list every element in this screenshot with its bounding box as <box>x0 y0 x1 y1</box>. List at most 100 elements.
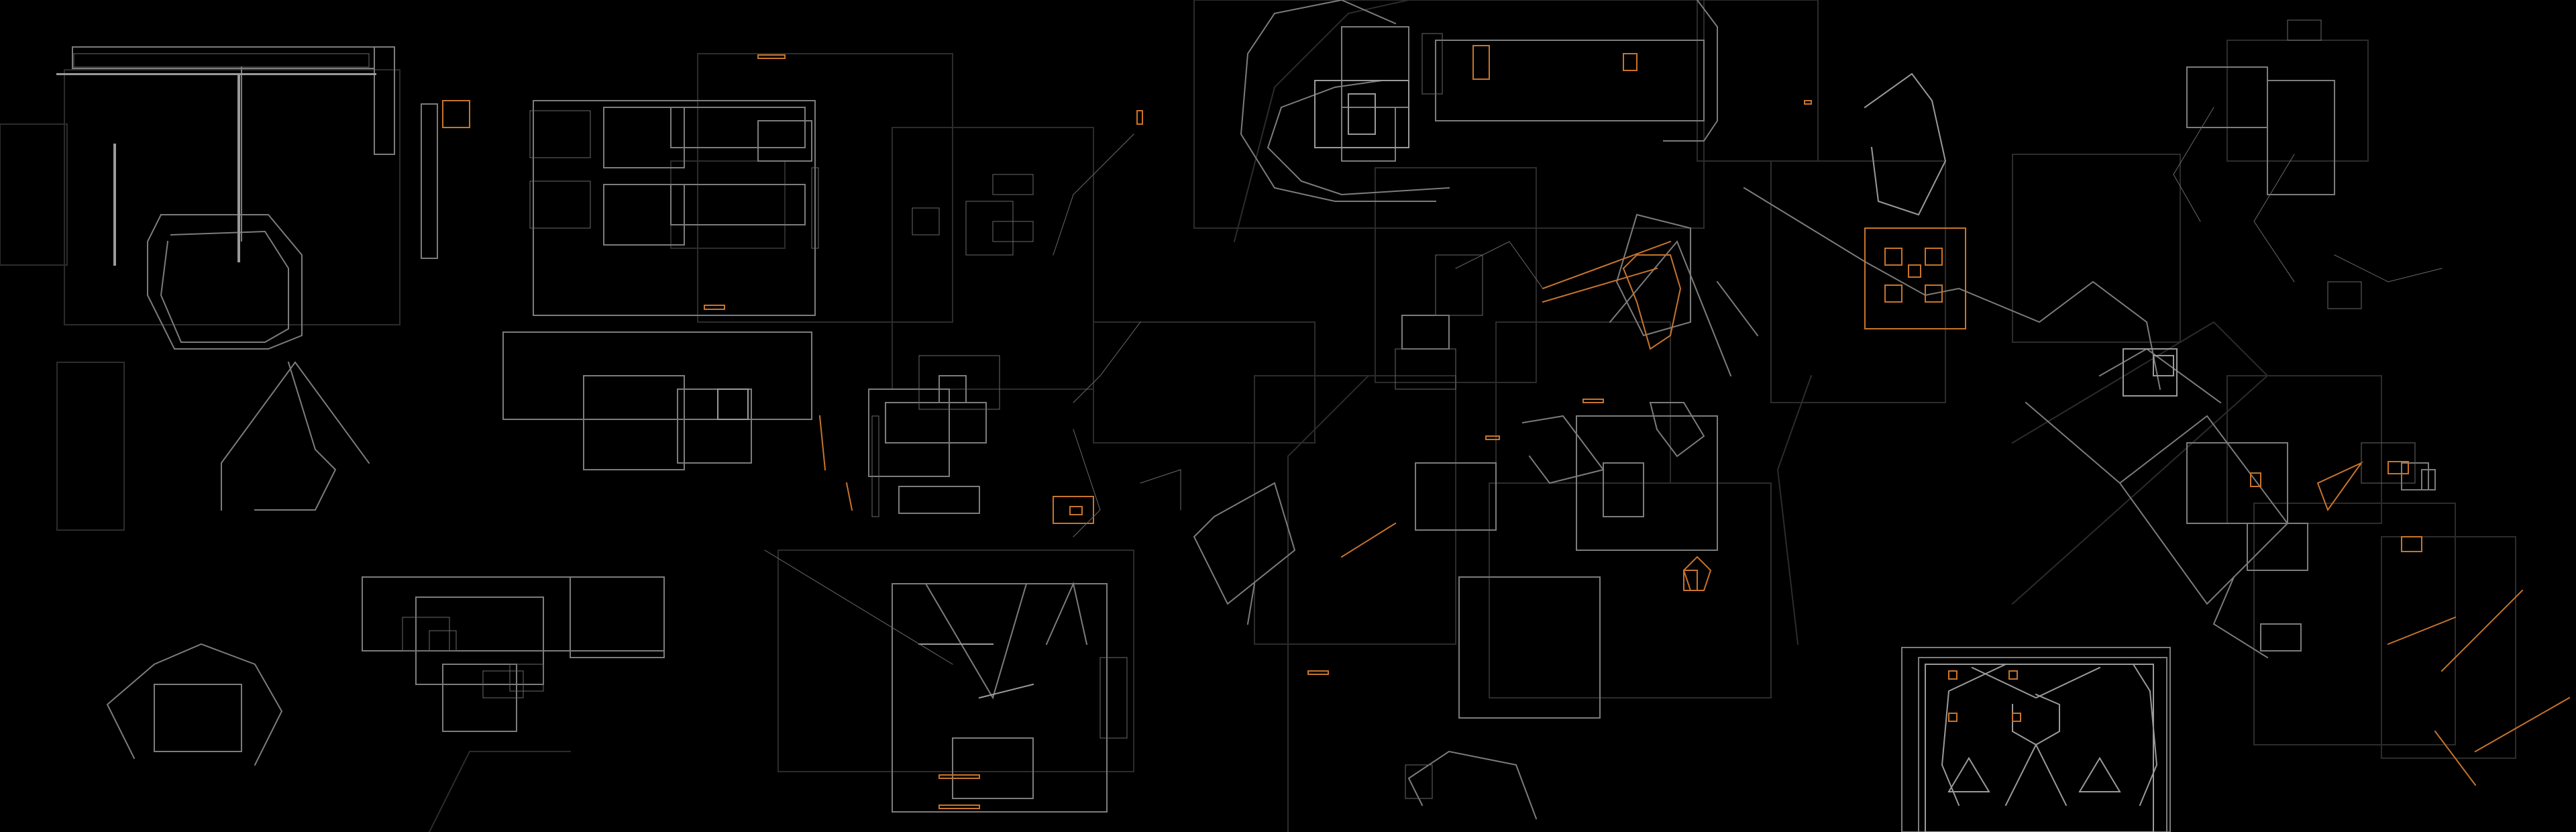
door-line <box>1622 254 1682 350</box>
wall-segment <box>2012 154 2181 343</box>
door-line <box>2387 461 2409 474</box>
door-line <box>1884 248 1902 266</box>
wall-segment <box>892 583 1108 813</box>
wall-segment <box>254 361 337 511</box>
wall-segment <box>2123 348 2178 397</box>
wall-segment <box>898 486 980 514</box>
wall-segment <box>717 388 749 420</box>
door-line <box>1472 45 1490 80</box>
wall-segment <box>106 643 283 766</box>
wall-segment <box>2267 80 2335 195</box>
wall-segment <box>509 664 544 692</box>
wall-segment <box>1947 757 1990 793</box>
wall-segment <box>0 123 68 266</box>
wall-segment <box>415 596 544 685</box>
wall-segment <box>1267 79 1450 196</box>
wall-segment <box>1458 576 1601 719</box>
wall-segment <box>1233 0 1410 243</box>
door-line <box>1542 267 1658 303</box>
wall-segment <box>529 180 591 229</box>
wall-segment <box>1045 581 1088 645</box>
door-line <box>704 305 725 310</box>
wall-segment <box>1918 657 2167 832</box>
wall-segment <box>402 617 450 652</box>
wall-segment <box>1073 321 1141 403</box>
wall-segment <box>2361 442 2416 484</box>
wall-segment <box>64 69 400 325</box>
door-line <box>1925 284 1943 303</box>
wall-segment <box>56 362 125 531</box>
wall-segment <box>1435 40 1705 121</box>
wall-segment <box>868 388 950 477</box>
wall-segment <box>2025 401 2289 605</box>
layer-orange-doors <box>442 45 2571 809</box>
wall-segment <box>603 107 685 168</box>
door-line <box>938 774 980 779</box>
wall-segment <box>603 184 685 246</box>
wall-segment <box>992 174 1034 195</box>
wall-segment <box>482 670 524 698</box>
wall-segment <box>1776 374 1813 645</box>
wall-segment <box>570 576 665 658</box>
wall-segment <box>529 110 591 158</box>
wall-segment <box>1576 415 1718 551</box>
wall-segment <box>1395 348 1456 390</box>
door-line <box>1307 670 1329 675</box>
wall-segment <box>1971 666 2101 699</box>
wall-segment <box>965 201 1014 256</box>
wall-segment <box>1663 0 1718 142</box>
wall-segment <box>811 167 819 249</box>
wall-segment <box>677 388 752 464</box>
wall-segment <box>1615 213 1691 337</box>
wall-segment <box>670 107 806 148</box>
wall-segment <box>2173 107 2214 222</box>
wall-segment <box>2186 442 2288 524</box>
wall-segment <box>221 361 297 511</box>
wall-segment <box>2287 19 2322 41</box>
wall-segment <box>502 331 812 420</box>
door-line <box>2316 461 2364 512</box>
layer-gray-walls <box>72 0 2436 832</box>
wall-segment <box>1053 134 1134 256</box>
wall-segment <box>1254 375 1456 645</box>
wall-segment <box>1287 374 1370 832</box>
wall-segment <box>670 184 806 225</box>
wall-segment <box>1941 663 2007 807</box>
door-line <box>1340 522 1397 558</box>
door-line <box>442 100 470 128</box>
wall-segment <box>1901 647 2171 832</box>
wall-segment <box>938 375 967 403</box>
door-line <box>845 482 853 511</box>
wall-segment <box>374 46 395 155</box>
door-line <box>757 54 786 59</box>
wall-segment <box>1193 482 1296 605</box>
wall-segment <box>918 355 1000 410</box>
wall-segment <box>1405 764 1433 799</box>
door-line <box>818 415 826 471</box>
wall-segment <box>2078 757 2121 793</box>
door-line <box>1804 100 1812 105</box>
wall-segment <box>924 582 1028 700</box>
door-line <box>1864 227 1966 329</box>
wall-segment <box>1314 80 1409 148</box>
layer-fine-detail <box>73 19 2443 799</box>
wall-segment <box>764 550 953 665</box>
wall-segment <box>429 630 457 652</box>
wall-segment <box>1435 254 1483 316</box>
wall-segment <box>697 53 953 323</box>
door-line <box>1582 399 1604 403</box>
wall-segment <box>294 361 370 464</box>
wall-segment <box>2253 154 2295 282</box>
wall-segment <box>73 53 370 68</box>
door-line <box>1884 284 1902 303</box>
wall-segment <box>428 751 571 832</box>
wall-segment <box>421 103 438 259</box>
door-line <box>1136 110 1143 125</box>
wall-segment <box>2260 623 2302 652</box>
door-line <box>2401 536 2422 552</box>
wall-segment <box>885 402 987 444</box>
wall-segment <box>892 127 1094 390</box>
door-line <box>2440 589 2524 672</box>
